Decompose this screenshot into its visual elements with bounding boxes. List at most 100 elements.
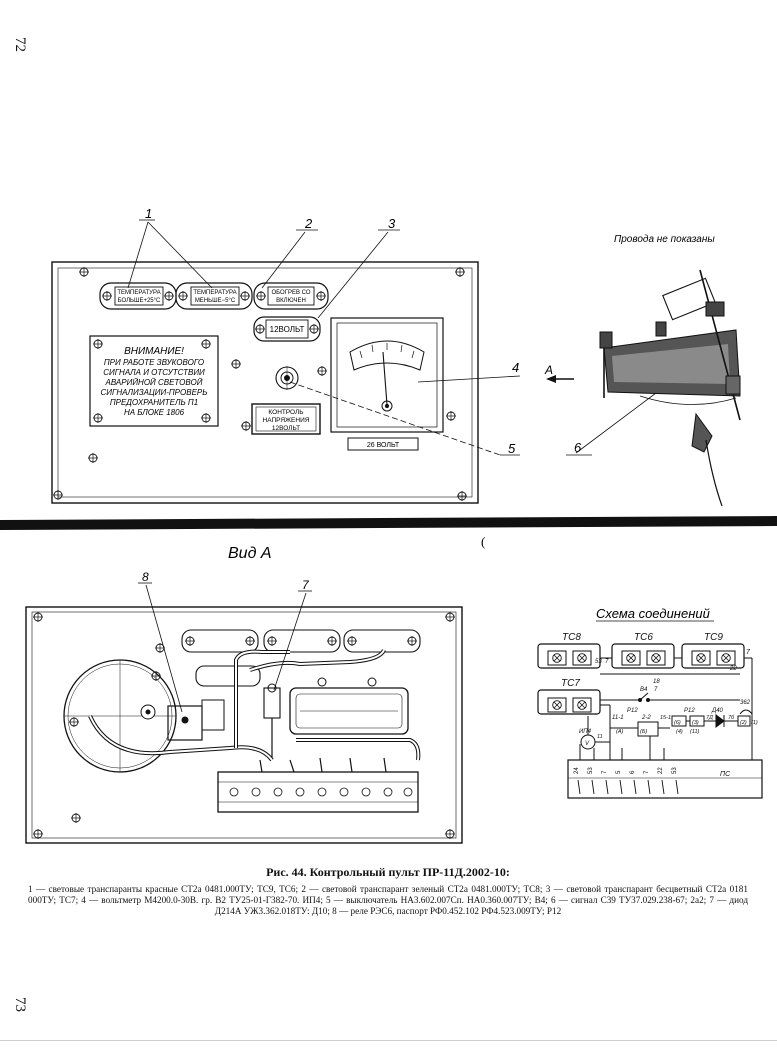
svg-text:11-1: 11-1 xyxy=(612,715,624,721)
svg-text:2: 2 xyxy=(304,216,313,231)
svg-text:НАПРЯЖЕНИЯ: НАПРЯЖЕНИЯ xyxy=(263,417,310,424)
svg-text:Р12: Р12 xyxy=(684,708,695,714)
wires-not-shown-note: Провода не показаны xyxy=(614,234,715,245)
svg-text:(3): (3) xyxy=(692,720,699,726)
svg-text:КОНТРОЛЬ: КОНТРОЛЬ xyxy=(268,409,303,416)
svg-text:ПС: ПС xyxy=(720,771,731,778)
back-panel xyxy=(25,606,463,844)
svg-text:ТС8: ТС8 xyxy=(562,632,581,643)
lamp-12-volt: 12ВОЛЬТ xyxy=(253,316,321,342)
voltmeter xyxy=(330,317,444,433)
svg-text:7: 7 xyxy=(302,578,310,592)
meter-scale-label: 26 ВОЛЬТ xyxy=(347,437,419,451)
svg-text:СИГНАЛИЗАЦИИ-ПРОВЕРЬ: СИГНАЛИЗАЦИИ-ПРОВЕРЬ xyxy=(101,388,208,397)
svg-text:26 ВОЛЬТ: 26 ВОЛЬТ xyxy=(367,442,400,449)
side-view-panel xyxy=(599,269,741,507)
svg-text:11: 11 xyxy=(597,734,603,740)
voltmeter-back xyxy=(289,677,409,735)
svg-text:5: 5 xyxy=(508,441,516,456)
stray-mark: ( xyxy=(481,534,485,549)
svg-text:362: 362 xyxy=(740,700,751,706)
svg-text:(4): (4) xyxy=(676,729,683,735)
svg-text:(2): (2) xyxy=(740,720,747,726)
caption-body: 1 — световые транспаранты красные СТ2а 0… xyxy=(28,884,748,916)
warning-plate: ВНИМАНИЕ! ПРИ РАБОТЕ ЗВУКОВОГО СИГНАЛА И… xyxy=(89,335,219,427)
svg-text:Р12: Р12 xyxy=(627,708,638,714)
front-panel xyxy=(51,261,479,504)
svg-text:8: 8 xyxy=(142,570,149,584)
wire-harness xyxy=(88,648,421,773)
caption-title: Рис. 44. Контрольный пульт ПР-11Д.2002-1… xyxy=(266,865,510,879)
lamp-temperature-high: ТЕМПЕРАТУРА БОЛЬШЕ+25°С xyxy=(99,282,177,310)
signal-horn xyxy=(63,659,177,773)
svg-text:БОЛЬШЕ+25°С: БОЛЬШЕ+25°С xyxy=(118,298,161,304)
svg-text:4: 4 xyxy=(512,360,519,375)
svg-text:53: 53 xyxy=(595,659,602,665)
callout-numbers-top: 1 2 3 4 5 6 xyxy=(145,206,582,456)
svg-text:7: 7 xyxy=(602,770,608,774)
svg-text:15-1: 15-1 xyxy=(660,715,671,721)
svg-text:(11): (11) xyxy=(690,729,700,735)
svg-text:18: 18 xyxy=(653,679,660,685)
svg-text:ТС7: ТС7 xyxy=(561,678,580,689)
svg-text:6: 6 xyxy=(574,440,582,455)
terminal-block xyxy=(217,771,419,813)
svg-text:АВАРИЙНОЙ СВЕТОВОЙ: АВАРИЙНОЙ СВЕТОВОЙ xyxy=(105,378,203,387)
svg-text:ВКЛЮЧЕН: ВКЛЮЧЕН xyxy=(276,298,306,304)
control-voltage-plate: КОНТРОЛЬ НАПРЯЖЕНИЯ 12ВОЛЬТ xyxy=(251,403,321,435)
svg-text:ТС9: ТС9 xyxy=(704,632,723,643)
callout-leaders-view-a xyxy=(138,582,312,713)
svg-text:7: 7 xyxy=(605,659,609,665)
svg-text:22: 22 xyxy=(658,767,664,774)
svg-text:ТС6: ТС6 xyxy=(634,632,653,643)
svg-text:7: 7 xyxy=(644,770,650,774)
svg-text:1: 1 xyxy=(145,206,152,221)
relay xyxy=(167,699,225,741)
callout-leaders-top xyxy=(127,219,657,456)
diode xyxy=(263,683,281,760)
svg-text:ТЕМПЕРАТУРА: ТЕМПЕРАТУРА xyxy=(193,290,236,296)
lamp-heating-on: ОБОГРЕВ СО ВКЛЮЧЕН xyxy=(253,282,329,310)
svg-text:А: А xyxy=(544,363,553,377)
svg-text:В4: В4 xyxy=(640,687,648,693)
svg-text:(А): (А) xyxy=(616,729,624,735)
scheme-title: Схема соединений xyxy=(596,606,710,621)
lamp-temperature-low: ТЕМПЕРАТУРА МЕНЬШЕ−5°С xyxy=(175,282,253,310)
svg-text:ТЕМПЕРАТУРА: ТЕМПЕРАТУРА xyxy=(117,290,160,296)
svg-text:6: 6 xyxy=(630,770,636,774)
svg-text:ПРИ РАБОТЕ ЗВУКОВОГО: ПРИ РАБОТЕ ЗВУКОВОГО xyxy=(104,358,204,367)
back-lamp-holders xyxy=(181,629,421,687)
svg-text:V: V xyxy=(585,741,590,747)
svg-text:2-2: 2-2 xyxy=(641,715,651,721)
separator-band xyxy=(0,516,777,530)
svg-text:ОБОГРЕВ СО: ОБОГРЕВ СО xyxy=(272,290,311,296)
svg-text:7: 7 xyxy=(654,687,658,693)
svg-text:ИП4: ИП4 xyxy=(579,729,592,735)
svg-text:(6): (6) xyxy=(674,720,681,726)
svg-text:53: 53 xyxy=(672,767,678,774)
svg-text:(1): (1) xyxy=(751,720,758,726)
svg-text:Д40: Д40 xyxy=(711,708,724,714)
callout-numbers-view-a: 8 7 xyxy=(142,570,310,592)
svg-text:7б: 7б xyxy=(728,715,735,721)
svg-text:ПРЕДОХРАНИТЕЛЬ П1: ПРЕДОХРАНИТЕЛЬ П1 xyxy=(110,398,198,407)
svg-text:МЕНЬШЕ−5°С: МЕНЬШЕ−5°С xyxy=(195,298,236,304)
svg-text:НА БЛОКЕ 1806: НА БЛОКЕ 1806 xyxy=(124,408,185,417)
view-a-title: Вид А xyxy=(228,545,272,562)
svg-text:3: 3 xyxy=(388,216,396,231)
figure-caption: Рис. 44. Контрольный пульт ПР-11Д.2002-1… xyxy=(28,865,748,917)
toggle-switch xyxy=(275,366,299,390)
svg-text:7: 7 xyxy=(746,649,751,656)
svg-text:12ВОЛЬТ: 12ВОЛЬТ xyxy=(270,325,305,334)
svg-text:7Д: 7Д xyxy=(706,715,713,721)
svg-text:(Б): (Б) xyxy=(640,729,647,735)
svg-text:22: 22 xyxy=(729,666,737,672)
connection-scheme xyxy=(537,643,763,799)
svg-text:5: 5 xyxy=(616,770,622,774)
view-arrow-a: А xyxy=(544,363,574,383)
svg-text:24: 24 xyxy=(574,767,580,774)
svg-text:СИГНАЛА И ОТСУТСТВИИ: СИГНАЛА И ОТСУТСТВИИ xyxy=(103,368,205,377)
scheme-labels: ТС8 ТС6 ТС9 ТС7 53 7 18 22 7 В4 7 ИП4 V … xyxy=(561,632,758,778)
svg-text:12ВОЛЬТ: 12ВОЛЬТ xyxy=(272,425,300,432)
